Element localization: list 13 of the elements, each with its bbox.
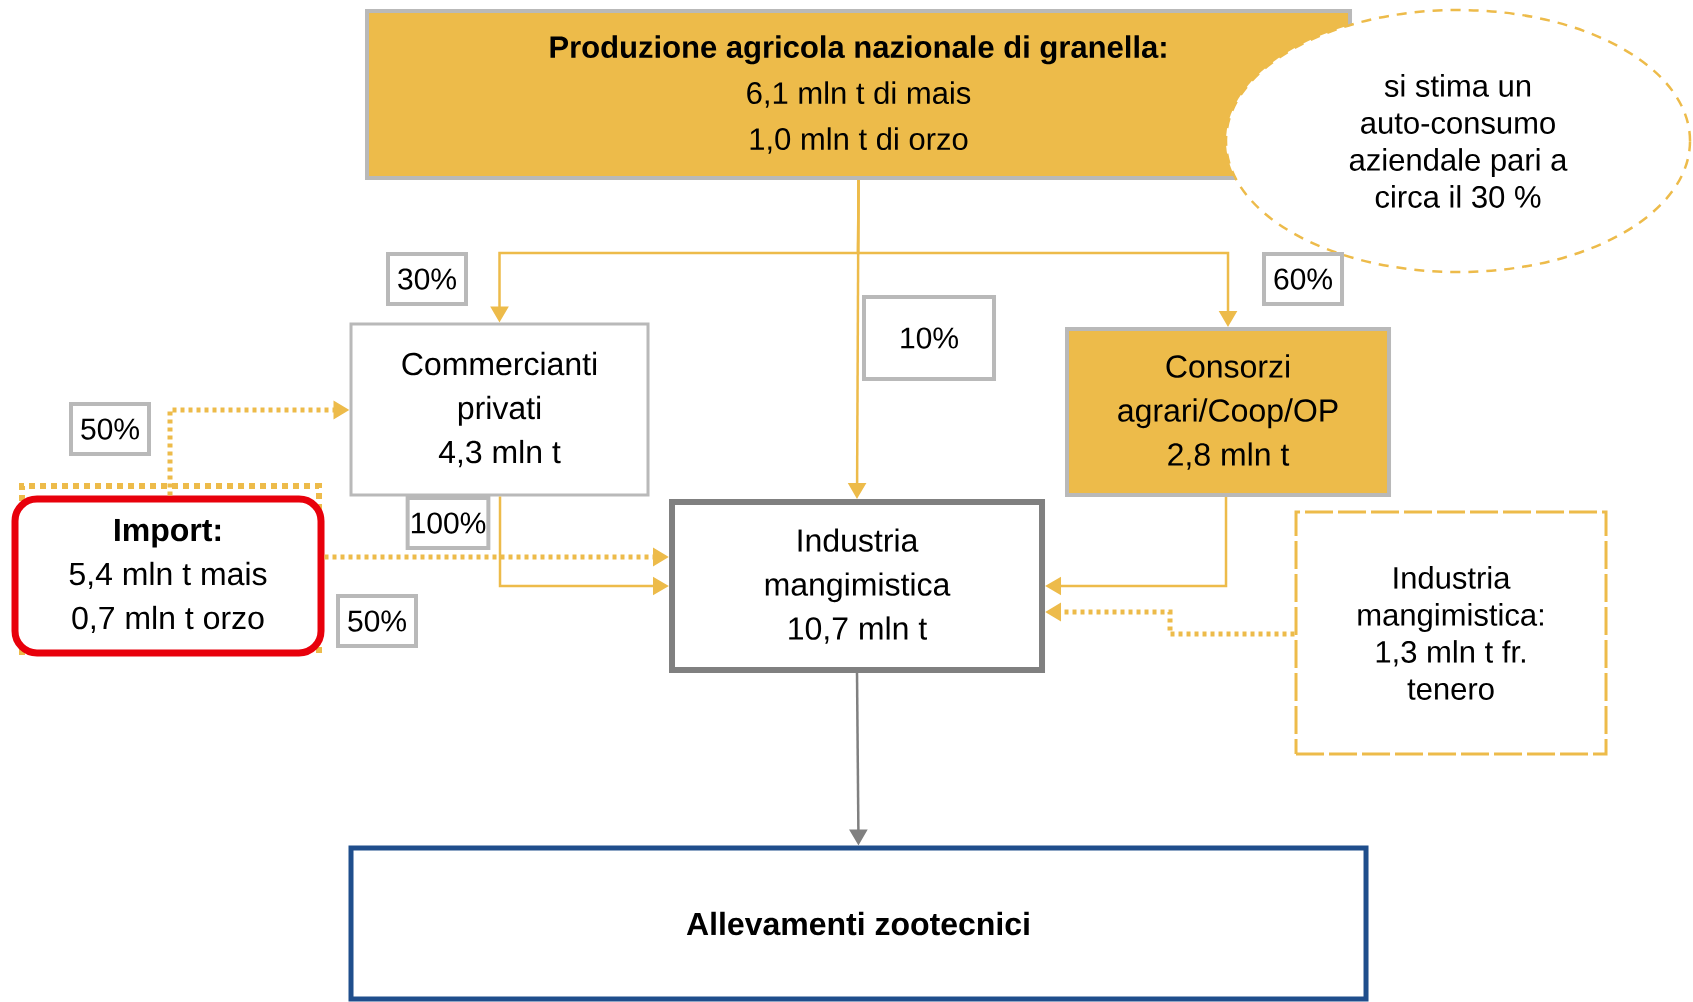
edge-label: 50% <box>336 594 418 648</box>
target-box: Allevamenti zootecnici <box>348 845 1369 1002</box>
edge-label: 10% <box>862 295 996 381</box>
node-label: si stima un auto-consumo aziendale pari a circa il 30 % <box>1349 74 1568 208</box>
dashed-box: Industria mangimistica: 1,3 mln t fr. tenero <box>1294 510 1608 756</box>
edge-label: 100% <box>405 496 491 550</box>
edge-label: 60% <box>1262 252 1344 306</box>
edge-label: 30% <box>386 252 468 306</box>
import-box: Import: 5,4 mln t mais 0,7 mln t orzo <box>11 495 325 657</box>
process-box: Industria mangimistica 10,7 mln t <box>669 499 1045 673</box>
process-box: Consorzi agrari/Coop/OP 2,8 mln t <box>1065 327 1391 497</box>
edge-label: 50% <box>69 402 151 456</box>
process-box: Commercianti privati 4,3 mln t <box>349 322 650 497</box>
